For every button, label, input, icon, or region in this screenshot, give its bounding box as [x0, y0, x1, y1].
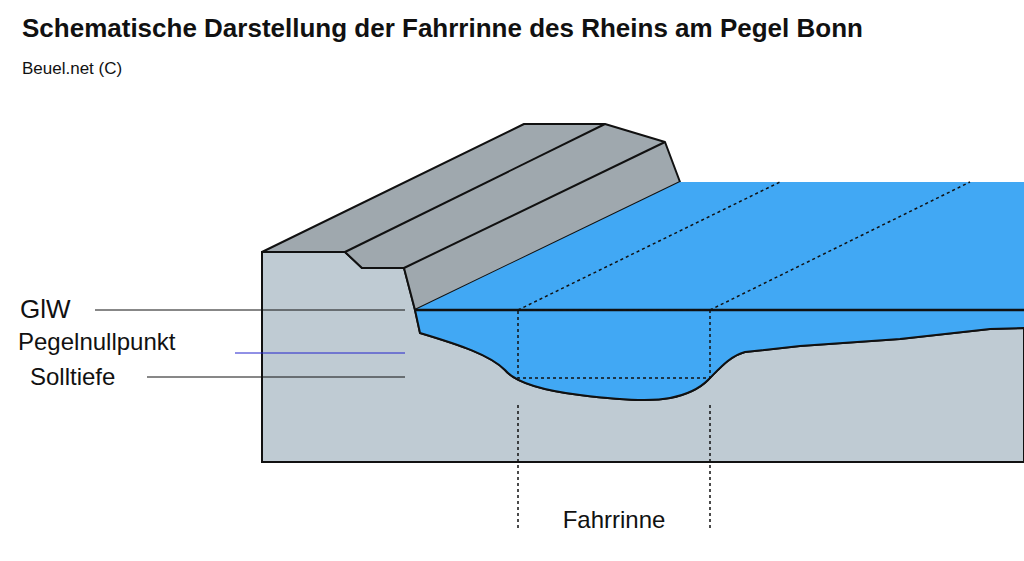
water-line [415, 309, 1024, 312]
riverbed-line [415, 310, 1024, 400]
fairway-outline [518, 182, 970, 530]
title: Schematische Darstellung der Fahrrinne d… [22, 14, 863, 43]
level-label: GlW [20, 295, 71, 324]
level-label: Pegelnullpunkt [18, 329, 175, 355]
level-label: Solltiefe [30, 364, 115, 390]
fairway-label: Fahrrinne [563, 507, 666, 533]
credit-text: Beuel.net (C) [22, 60, 122, 79]
leader-line [235, 353, 405, 354]
leader-line [95, 310, 405, 311]
water-section [415, 310, 1024, 400]
water-surface [415, 182, 1024, 310]
leader-line [147, 377, 405, 378]
